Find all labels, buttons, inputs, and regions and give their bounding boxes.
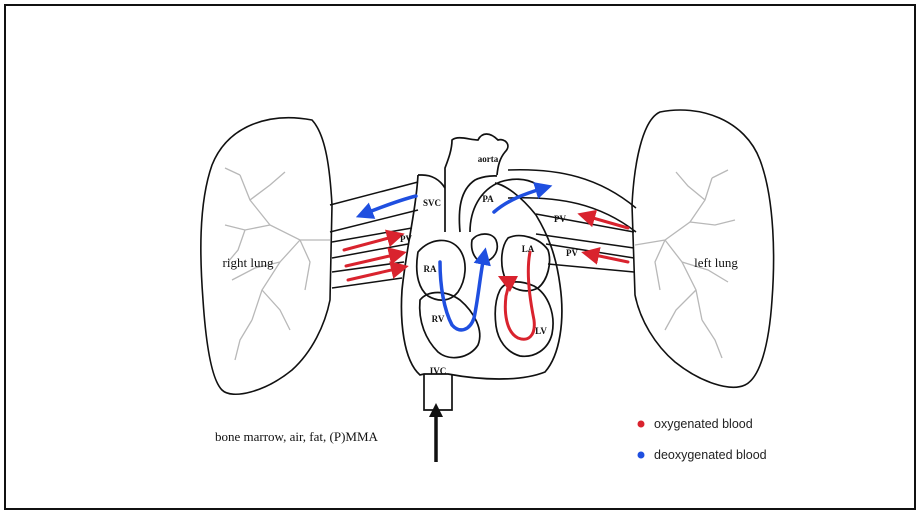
right-lung: right lung [201, 118, 332, 395]
lv-label: LV [535, 326, 547, 336]
left-lung-label: left lung [694, 255, 738, 270]
ra-label: RA [424, 264, 437, 274]
pv-left-top-label: PV [554, 214, 566, 224]
emboli-source-label: bone marrow, air, fat, (P)MMA [215, 429, 379, 444]
legend: oxygenated blood deoxygenated blood [638, 417, 767, 462]
deoxygenated-arrows [364, 188, 544, 330]
legend-oxygenated-dot [638, 421, 645, 428]
svc-label: SVC [423, 198, 441, 208]
la-label: LA [522, 244, 535, 254]
left-lung: left lung [632, 110, 774, 387]
aorta-label: aorta [478, 154, 499, 164]
ivc-label: IVC [430, 366, 447, 376]
legend-oxygenated-label: oxygenated blood [654, 417, 753, 431]
legend-deoxygenated-dot [638, 452, 645, 459]
pv-right-label: PV [400, 234, 412, 244]
rv-label: RV [432, 314, 445, 324]
pv-left-bottom-label: PV [566, 248, 578, 258]
right-lung-label: right lung [223, 255, 274, 270]
legend-deoxygenated-label: deoxygenated blood [654, 448, 767, 462]
pa-label: PA [482, 194, 494, 204]
